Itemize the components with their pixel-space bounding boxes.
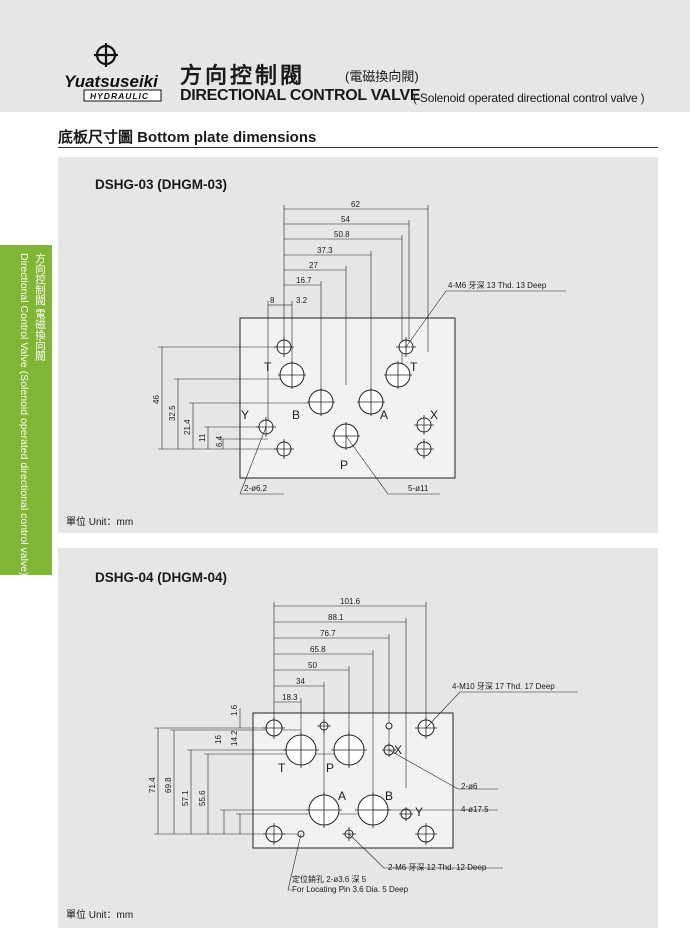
port-label-p: P: [340, 458, 348, 472]
dim-62: 62: [351, 200, 360, 209]
dim-6-4: 6.4: [215, 435, 224, 447]
port-label-t-left: T: [264, 360, 272, 374]
port-label-a: A: [338, 789, 346, 803]
dim-32-5: 32.5: [168, 405, 177, 421]
dim-46: 46: [152, 395, 161, 404]
bottom-plate-drawing-dshg04: 101.6 88.1 76.7 65.8 50 34 18.3 71.4 69.…: [148, 597, 578, 894]
port-label-y: Y: [241, 408, 249, 422]
dim-11: 11: [198, 433, 207, 442]
diagram-title: DSHG-04 (DHGM-04): [95, 570, 228, 585]
leader-lines: [287, 691, 578, 891]
dim-16: 16: [214, 735, 223, 744]
note-locating-pin-en: For Locating Pin 3.6 Dia. 5 Deep: [292, 885, 409, 894]
port-label-x: X: [430, 408, 438, 422]
port-label-y: Y: [415, 805, 423, 819]
title-english-subtitle: ( Solenoid operated directional control …: [413, 91, 645, 105]
dim-3-2: 3.2: [296, 296, 308, 305]
port-label-a: A: [380, 408, 388, 422]
logo-wordmark: Yuatsuseiki: [64, 72, 159, 91]
section-divider: [58, 147, 658, 148]
dim-71-4: 71.4: [148, 777, 157, 793]
port-label-x: X: [394, 743, 402, 757]
locating-pin-hole: [385, 722, 393, 730]
horizontal-dimensions: [273, 602, 427, 810]
logo-subtext: HYDRAULIC: [90, 91, 149, 101]
dim-69-8: 69.8: [164, 777, 173, 793]
note-small-holes: 2-ø6.2: [244, 484, 268, 493]
port-label-t: T: [278, 761, 286, 775]
dim-54: 54: [341, 215, 350, 224]
note-thread-m6: 2-M6 牙深 12 Thd. 12 Deep: [388, 863, 487, 872]
dim-65-8: 65.8: [310, 645, 326, 654]
dim-50: 50: [308, 661, 317, 670]
diagram-panel-dshg03: DSHG-03 (DHGM-03) 單位 Unit：mm 62 54 50.8 …: [58, 157, 658, 533]
note-locating-pin-zh: 定位銷孔 2-ø3.6 深 5: [292, 874, 367, 884]
title-english: DIRECTIONAL CONTROL VALVE: [180, 87, 421, 104]
dim-88-1: 88.1: [328, 613, 344, 622]
port-label-b: B: [385, 789, 393, 803]
dim-18-3: 18.3: [282, 693, 298, 702]
header: Yuatsuseiki HYDRAULIC 方向控制閥 (電磁換向閥) DIRE…: [0, 0, 690, 112]
vertical-dimensions: [158, 346, 320, 450]
dim-27: 27: [309, 261, 318, 270]
note-large-holes: 4-ø17.5: [461, 805, 489, 814]
bottom-plate-drawing-dshg03: 62 54 50.8 37.3 27 16.7 8 3.2 46 32.5 21…: [152, 200, 566, 495]
dim-14-2: 14.2: [230, 730, 239, 746]
side-tab: 方向控制閥 電磁換向閥 Directional Control Valve (S…: [0, 245, 52, 576]
note-thread: 4-M10 牙深 17 Thd. 17 Deep: [452, 682, 555, 691]
dim-34: 34: [296, 677, 305, 686]
title-chinese-subtitle: (電磁換向閥): [345, 69, 419, 84]
dim-16-7: 16.7: [296, 276, 312, 285]
section-title: 底板尺寸圖 Bottom plate dimensions: [58, 129, 317, 146]
note-large-holes: 5-ø11: [408, 484, 429, 493]
unit-label: 單位 Unit：mm: [66, 910, 134, 921]
dim-21-4: 21.4: [183, 419, 192, 435]
dim-8: 8: [270, 296, 275, 305]
horizontal-dimensions: [267, 205, 429, 427]
dim-101-6: 101.6: [340, 597, 361, 606]
dim-55-6: 55.6: [198, 790, 207, 806]
dim-76-7: 76.7: [320, 629, 336, 638]
note-small-holes: 2-ø6: [461, 782, 478, 791]
dim-57-1: 57.1: [181, 790, 190, 806]
side-tab-chinese: 方向控制閥 電磁換向閥: [34, 253, 46, 361]
port-label-b: B: [292, 408, 300, 422]
port-label-p: P: [326, 761, 334, 775]
dim-50-8: 50.8: [334, 230, 350, 239]
note-thread: 4-M6 牙深 13 Thd. 13 Deep: [448, 281, 547, 290]
diagram-panel-dshg04: DSHG-04 (DHGM-04) 單位 Unit：mm 101.6 88.1 …: [58, 548, 658, 928]
diagram-title: DSHG-03 (DHGM-03): [95, 177, 228, 192]
side-tab-english: Directional Control Valve (Solenoid oper…: [18, 253, 30, 576]
leader-lines: [239, 290, 566, 495]
dim-1-6: 1.6: [230, 704, 239, 716]
title-chinese: 方向控制閥: [180, 63, 306, 88]
yuatsuseiki-logo: Yuatsuseiki HYDRAULIC: [64, 43, 162, 102]
port-label-t-right: T: [410, 360, 418, 374]
dim-37-3: 37.3: [317, 246, 333, 255]
unit-label: 單位 Unit：mm: [66, 517, 134, 528]
